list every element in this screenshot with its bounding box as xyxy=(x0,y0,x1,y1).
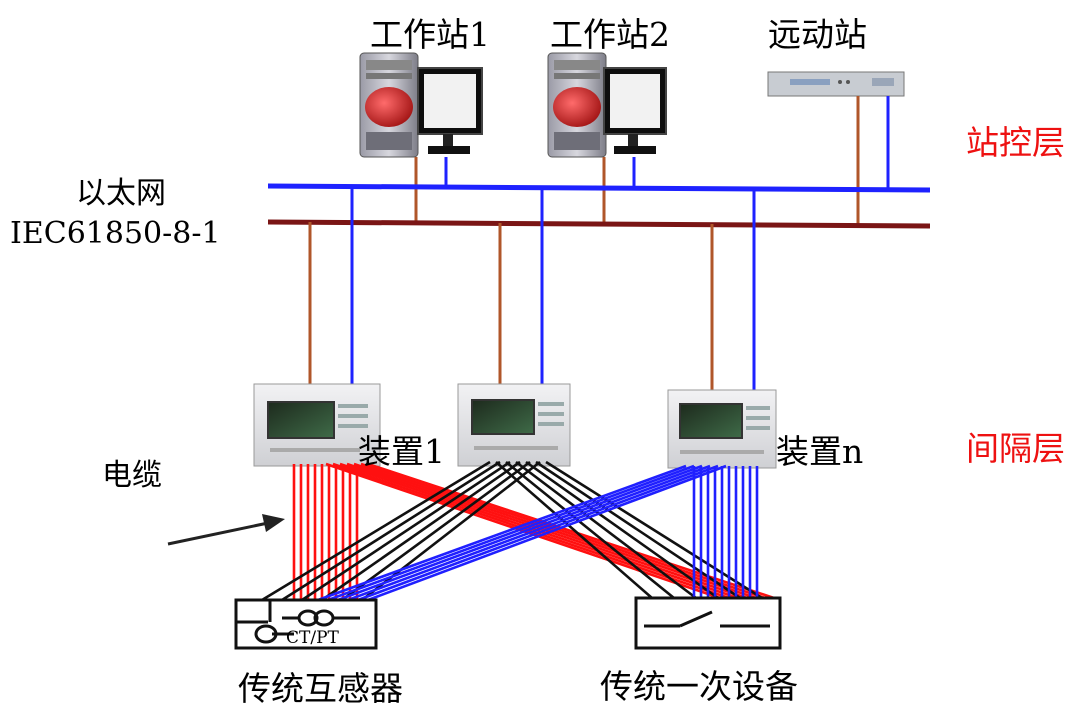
cable-blue-diagonal xyxy=(317,464,687,602)
device-2-icon xyxy=(457,383,571,467)
cable-label: 电缆 xyxy=(102,458,162,493)
transformer-label: 传统互感器 xyxy=(238,669,403,708)
cable-black-left xyxy=(321,460,521,602)
device-n-label: 装置n xyxy=(776,432,864,471)
cable-bundles xyxy=(261,460,775,602)
workstation-1-icon xyxy=(359,52,483,158)
cable-black-left xyxy=(261,460,491,602)
cable-red-diagonal xyxy=(339,462,739,600)
cable-black-right xyxy=(495,461,653,599)
primary-equipment-icon xyxy=(634,596,782,650)
ctpt-label: CT/PT xyxy=(286,628,339,648)
workstation-1-label: 工作站1 xyxy=(370,15,490,54)
cable-blue-diagonal xyxy=(337,464,703,602)
remote-station-icon xyxy=(767,71,905,97)
cable-arrow-icon xyxy=(167,514,285,546)
device-1-label: 装置1 xyxy=(358,432,445,471)
device-n-icon xyxy=(667,389,777,469)
remote-station-label: 远动站 xyxy=(768,15,867,54)
station-drops xyxy=(414,96,890,225)
cable-black-right xyxy=(515,460,697,600)
cable-black-left xyxy=(281,460,501,602)
cable-black-right xyxy=(545,460,763,600)
cable-blue-diagonal xyxy=(327,464,695,602)
cable-blue-diagonal xyxy=(367,464,727,602)
device-drops xyxy=(308,187,756,392)
device-1-icon xyxy=(253,383,381,467)
cable-black-left xyxy=(341,460,531,602)
cable-blue-diagonal xyxy=(357,464,719,602)
cable-red-diagonal xyxy=(360,462,766,600)
traditional-transformer-icon xyxy=(234,598,378,650)
station-layer-label: 站控层 xyxy=(966,123,1065,162)
bay-layer-label: 间隔层 xyxy=(966,429,1065,468)
workstation-2-icon xyxy=(547,52,667,158)
ethernet-bus-a xyxy=(267,183,931,193)
primary-equipment-label: 传统一次设备 xyxy=(600,667,798,706)
cable-black-right xyxy=(505,460,675,600)
protocol-label: IEC61850-8-1 xyxy=(10,216,221,251)
cable-blue-diagonal xyxy=(347,464,711,602)
workstation-2-label: 工作站2 xyxy=(550,15,670,54)
cable-black-right xyxy=(535,460,741,600)
ethernet-label: 以太网 xyxy=(76,176,166,211)
ethernet-bus-b xyxy=(267,219,931,229)
cable-black-left xyxy=(301,460,511,602)
cable-black-right xyxy=(525,460,719,600)
